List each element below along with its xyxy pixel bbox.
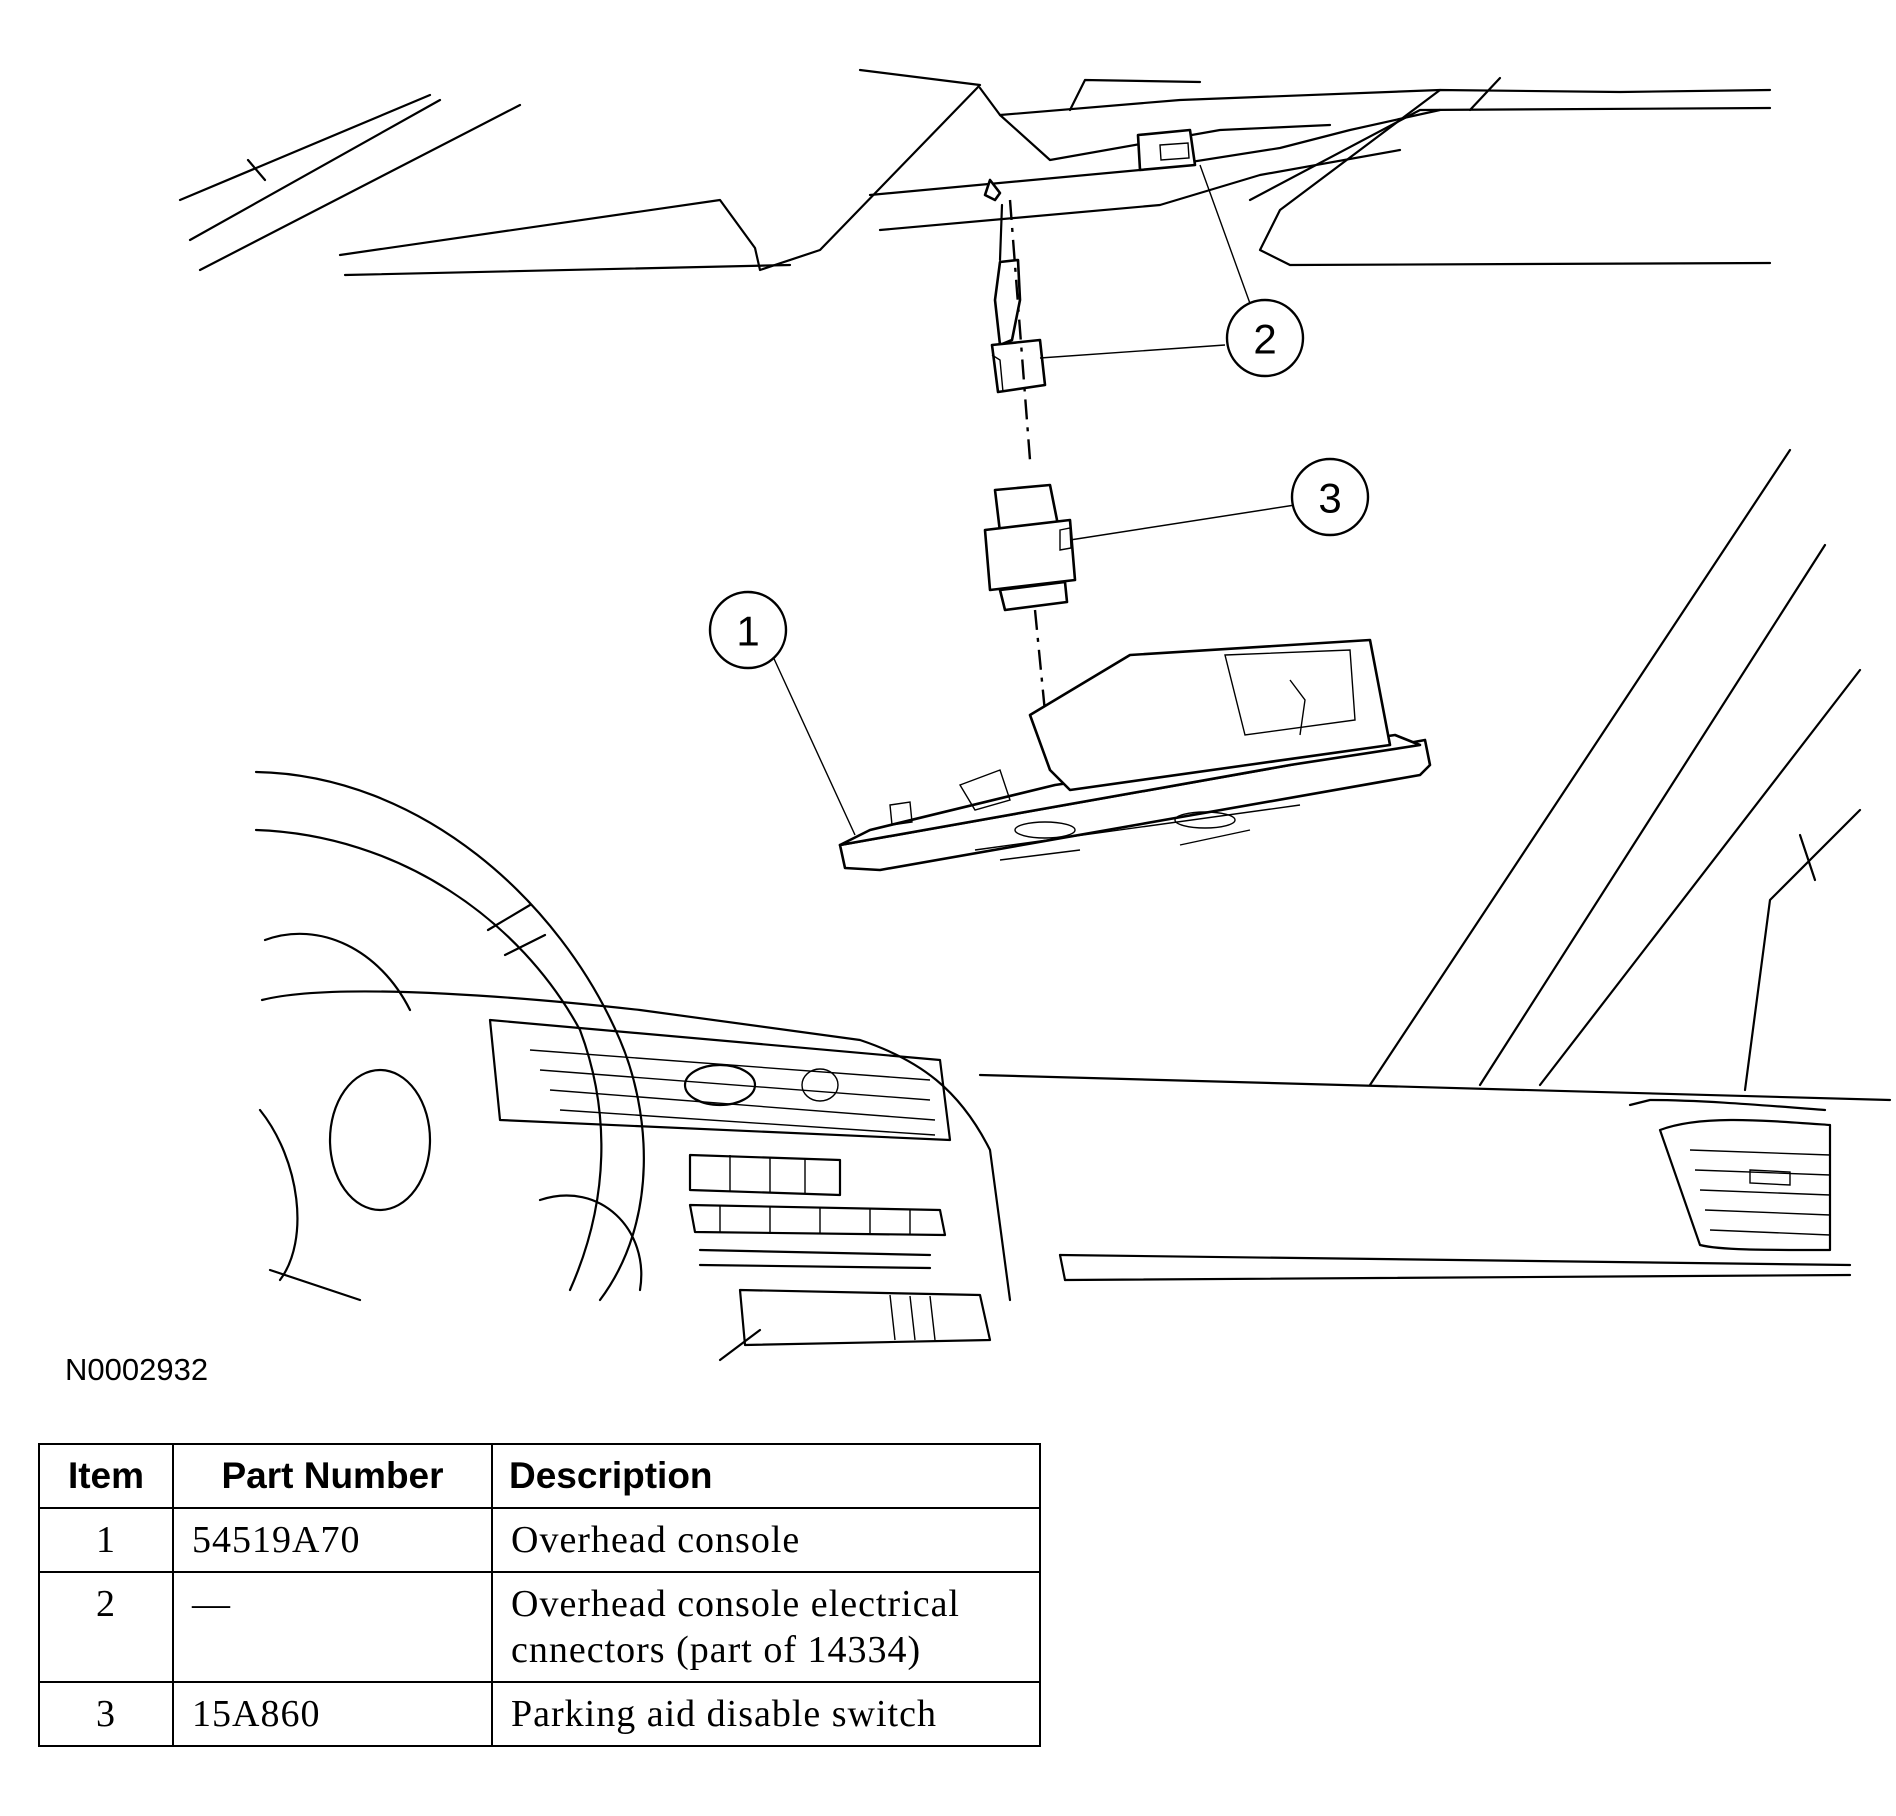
cell-item: 2 bbox=[38, 1571, 174, 1683]
harness-plug bbox=[990, 203, 1047, 394]
cell-description: Overhead console bbox=[491, 1507, 1041, 1573]
parts-table: Item Part Number Description 1 54519A70 … bbox=[38, 1443, 1041, 1747]
cell-part-number: 54519A70 bbox=[172, 1507, 493, 1573]
header-part-number: Part Number bbox=[172, 1443, 493, 1509]
cell-item: 3 bbox=[38, 1681, 174, 1747]
overhead-console bbox=[838, 638, 1432, 872]
callout-1: 1 bbox=[708, 590, 788, 670]
table-row: 1 54519A70 Overhead console bbox=[38, 1507, 1041, 1573]
overhead-console-diagram: 1 2 3 N0002932 bbox=[65, 68, 1892, 1387]
callout-3-label: 3 bbox=[1318, 475, 1341, 522]
table-header-row: Item Part Number Description bbox=[38, 1443, 1041, 1509]
cell-description: Overhead console electrical cnnectors (p… bbox=[491, 1571, 1041, 1683]
cell-item: 1 bbox=[38, 1507, 174, 1573]
cell-part-number: — bbox=[172, 1571, 493, 1683]
roof-headliner bbox=[178, 68, 1772, 277]
figure-id: N0002932 bbox=[65, 1352, 208, 1387]
roof-connector bbox=[983, 128, 1197, 202]
steering-wheel bbox=[254, 770, 645, 1302]
parking-aid-switch bbox=[983, 483, 1077, 612]
callout-2-label: 2 bbox=[1253, 316, 1276, 363]
alignment-line bbox=[1008, 199, 1047, 713]
header-item: Item bbox=[38, 1443, 174, 1509]
table-row: 2 — Overhead console electrical cnnector… bbox=[38, 1571, 1041, 1683]
instrument-panel bbox=[260, 990, 1892, 1362]
header-description: Description bbox=[491, 1443, 1041, 1509]
a-pillar bbox=[1368, 448, 1862, 1092]
cell-description: Parking aid disable switch bbox=[491, 1681, 1041, 1747]
cell-part-number: 15A860 bbox=[172, 1681, 493, 1747]
callout-2: 2 bbox=[1225, 298, 1305, 378]
callout-3: 3 bbox=[1290, 457, 1370, 537]
table-row: 3 15A860 Parking aid disable switch bbox=[38, 1681, 1041, 1747]
callout-1-label: 1 bbox=[736, 608, 759, 655]
